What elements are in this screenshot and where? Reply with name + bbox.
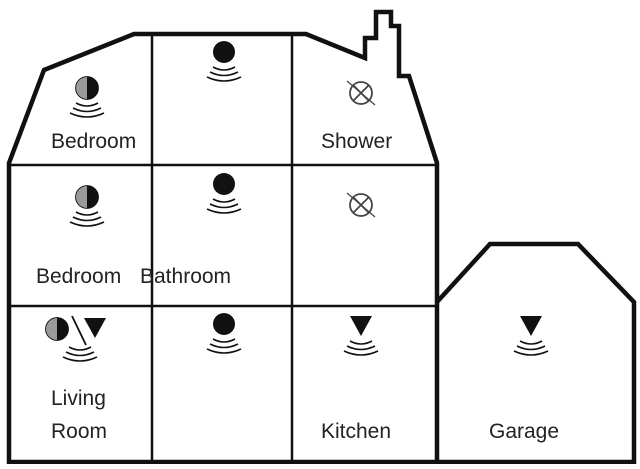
room-label-kitchen: Kitchen xyxy=(321,420,391,443)
room-label-bedroom-mid: Bedroom xyxy=(36,265,121,288)
filled-circle-sensor-icon xyxy=(207,173,241,213)
triangle-sensor-icon xyxy=(514,316,548,355)
half-circle-sensor-icon xyxy=(70,77,104,117)
crossed-circle-sensor-icon xyxy=(346,192,376,218)
half-circle-sensor-icon xyxy=(70,186,104,226)
room-label-garage: Garage xyxy=(489,420,559,443)
room-label-shower: Shower xyxy=(321,130,392,153)
house-outline xyxy=(6,9,440,465)
filled-circle-sensor-icon xyxy=(207,41,241,81)
room-label-living: Living xyxy=(51,387,106,410)
triangle-sensor-icon xyxy=(344,316,378,355)
half-circle-and-triangle-sensor-icon xyxy=(45,315,106,362)
filled-circle-sensor-icon xyxy=(207,313,241,353)
garage-outline xyxy=(435,241,637,465)
room-label-bedroom-top: Bedroom xyxy=(51,130,136,153)
room-label-bathroom: Bathroom xyxy=(140,265,231,288)
crossed-circle-sensor-icon xyxy=(346,80,376,106)
room-label-room: Room xyxy=(51,420,107,443)
